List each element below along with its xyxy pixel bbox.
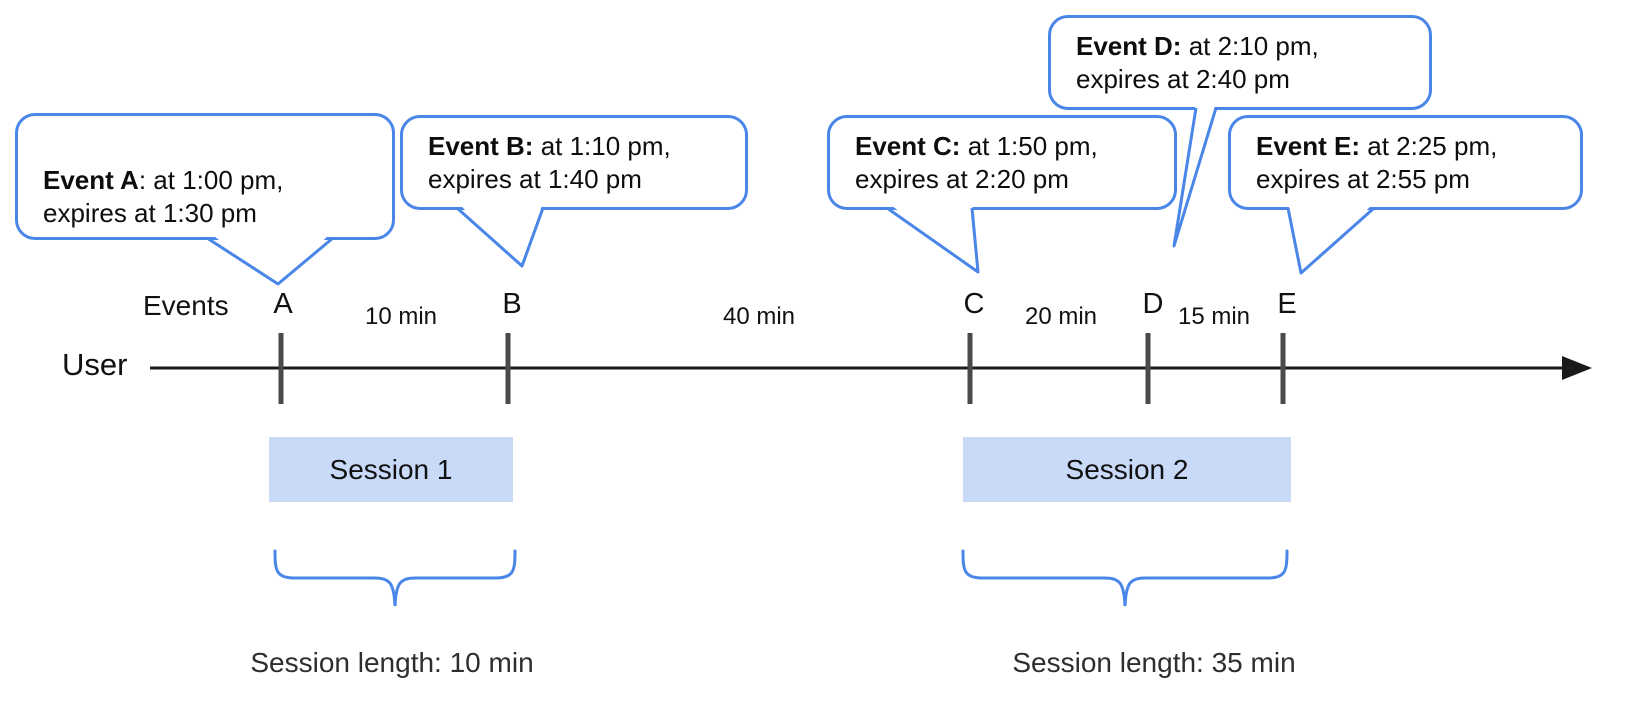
event-d-time: at 2:10 pm,: [1181, 30, 1319, 61]
event-d-title: Event D:: [1076, 30, 1182, 61]
session-2-box: Session 2: [963, 437, 1291, 502]
interval-label-a-b: 10 min: [364, 303, 438, 330]
event-b-expiry: expires at 1:40 pm: [428, 163, 642, 194]
tick-label-d: D: [1142, 288, 1164, 320]
event-b-title: Event B:: [428, 130, 534, 161]
event-b-time: at 1:10 pm,: [533, 130, 671, 161]
session-1-length-label: Session length: 10 min: [250, 647, 534, 678]
bubble-tail-d-fill: [1174, 102, 1216, 246]
session-1-box: Session 1: [269, 437, 513, 502]
bubble-text-line1: Event A: at 1:00 pm,: [43, 164, 382, 197]
event-e-time: at 2:25 pm,: [1360, 130, 1498, 161]
event-a-time: : at 1:00 pm,: [138, 164, 284, 195]
session-2-length-label: Session length: 35 min: [1012, 647, 1296, 678]
events-row-label: Events: [143, 290, 229, 321]
event-e-expiry: expires at 2:55 pm: [1256, 163, 1470, 194]
tick-label-c: C: [963, 288, 985, 320]
event-c-expiry: expires at 2:20 pm: [855, 163, 1069, 194]
bubble-tail-c-outline: [886, 206, 980, 274]
event-d-expiry: expires at 2:40 pm: [1076, 63, 1290, 94]
tick-label-a: A: [273, 288, 293, 320]
interval-label-b-c: 40 min: [722, 303, 796, 330]
bubble-text-line1: Event D: at 2:10 pm,: [1076, 30, 1419, 63]
session-2-label: Session 2: [1065, 453, 1189, 485]
bubble-tail-a-outline: [206, 236, 334, 286]
event-a-expiry: expires at 1:30 pm: [43, 197, 257, 228]
event-bubble-a: Event A: at 1:00 pm, expires at 1:30 pm: [15, 113, 395, 240]
bubble-tail-b-outline: [456, 206, 545, 268]
interval-label-d-e: 15 min: [1177, 303, 1251, 330]
bubble-tail-b-fill: [457, 202, 543, 266]
session-1-label: Session 1: [329, 453, 453, 485]
tick-label-b: B: [502, 288, 522, 320]
tick-label-e: E: [1277, 288, 1297, 320]
brace-session-1: [273, 549, 517, 607]
bubble-tail-e-outline: [1286, 207, 1374, 275]
bubble-text-line1: Event E: at 2:25 pm,: [1256, 130, 1570, 163]
user-row-label: User: [62, 347, 128, 382]
bubble-tail-e-fill: [1288, 202, 1373, 273]
event-bubble-c: Event C: at 1:50 pm, expires at 2:20 pm: [827, 115, 1177, 210]
event-bubble-e: Event E: at 2:25 pm, expires at 2:55 pm: [1228, 115, 1583, 210]
event-c-time: at 1:50 pm,: [960, 130, 1098, 161]
event-a-title: Event A: [43, 164, 139, 195]
event-c-title: Event C:: [855, 130, 961, 161]
arrowhead-icon: [1562, 356, 1592, 380]
event-bubble-b: Event B: at 1:10 pm, expires at 1:40 pm: [400, 115, 748, 210]
bubble-text-line1: Event B: at 1:10 pm,: [428, 130, 735, 163]
interval-label-c-d: 20 min: [1024, 303, 1098, 330]
event-bubble-d: Event D: at 2:10 pm, expires at 2:40 pm: [1048, 15, 1432, 110]
bubble-tail-d-outline: [1172, 107, 1218, 248]
event-e-title: Event E:: [1256, 130, 1361, 161]
bubble-tail-c-fill: [887, 202, 978, 272]
bubble-text-line1: Event C: at 1:50 pm,: [855, 130, 1164, 163]
brace-session-2: [961, 549, 1289, 607]
